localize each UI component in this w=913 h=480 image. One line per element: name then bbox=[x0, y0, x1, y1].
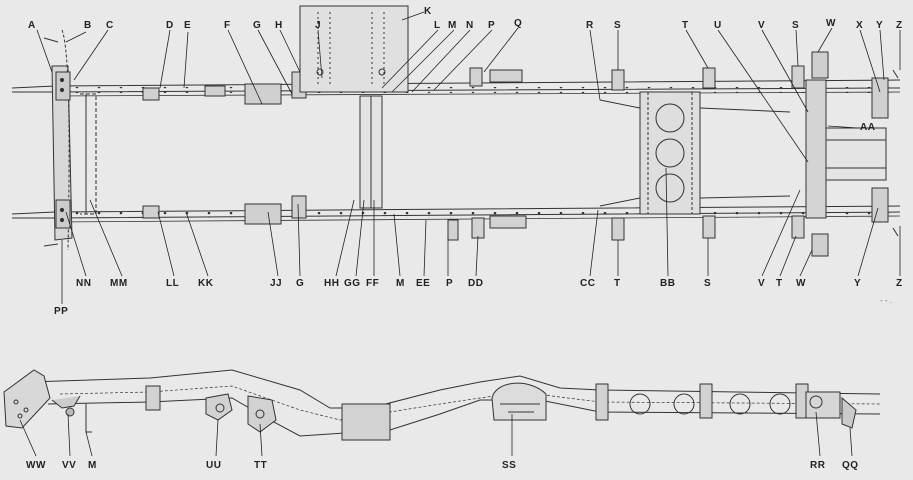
callout-label: AA bbox=[860, 122, 876, 133]
engine-brackets bbox=[142, 71, 307, 225]
transmission-crossmember bbox=[299, 5, 409, 209]
callout-label: TT bbox=[254, 460, 268, 471]
callout-label: DD bbox=[468, 278, 484, 289]
callout-label: NN bbox=[76, 278, 92, 289]
callout-label: B bbox=[84, 20, 92, 31]
rear-crossmember bbox=[805, 51, 899, 257]
callout-label: U bbox=[714, 20, 722, 31]
side-view bbox=[3, 369, 881, 441]
callout-label: PP bbox=[54, 306, 69, 317]
callout-label: CC bbox=[580, 278, 596, 289]
callout-label: JJ bbox=[270, 278, 283, 289]
callout-label: M bbox=[396, 278, 405, 289]
callout-label: M bbox=[448, 20, 457, 31]
side-mid-brackets bbox=[145, 383, 809, 441]
callout-label: V bbox=[758, 278, 766, 289]
callout-label: S bbox=[792, 20, 800, 31]
callout-label: T bbox=[614, 278, 621, 289]
leader-lines bbox=[19, 11, 901, 457]
callout-label: N bbox=[466, 20, 474, 31]
callout-label: L bbox=[434, 20, 441, 31]
callout-label: E bbox=[184, 20, 192, 31]
callout-label: LL bbox=[166, 278, 180, 289]
callout-label: S bbox=[704, 278, 712, 289]
callout-label: R bbox=[586, 20, 594, 31]
callout-label: SS bbox=[502, 460, 517, 471]
callout-label: S bbox=[614, 20, 622, 31]
callout-label: V bbox=[758, 20, 766, 31]
callout-label: D bbox=[166, 20, 174, 31]
callout-label: G bbox=[296, 278, 305, 289]
callout-label: HH bbox=[324, 278, 340, 289]
callout-label: P bbox=[488, 20, 496, 31]
second-crossmember bbox=[80, 93, 97, 215]
front-crossmember bbox=[43, 29, 73, 251]
callout-label: W bbox=[796, 278, 806, 289]
callout-label: KK bbox=[198, 278, 214, 289]
center-crossmember bbox=[599, 91, 791, 215]
plan-view bbox=[11, 5, 901, 257]
callout-label: P bbox=[446, 278, 454, 289]
callout-label: T bbox=[776, 278, 783, 289]
callout-label: Q bbox=[514, 18, 523, 29]
callout-label: RR bbox=[810, 460, 826, 471]
callout-label: C bbox=[106, 20, 114, 31]
callout-label: Y bbox=[854, 278, 862, 289]
callout-label: Y bbox=[876, 20, 884, 31]
callout-label: VV bbox=[62, 460, 77, 471]
callout-label: H bbox=[275, 20, 283, 31]
callout-label: WW bbox=[26, 460, 46, 471]
callout-label: J bbox=[315, 20, 322, 31]
callout-label: W bbox=[826, 18, 836, 29]
callout-label: BB bbox=[660, 278, 676, 289]
callout-label: Z bbox=[896, 20, 903, 31]
callout-label: EE bbox=[416, 278, 431, 289]
callout-label: T bbox=[682, 20, 689, 31]
callout-label: M bbox=[88, 460, 97, 471]
callout-label: X bbox=[856, 20, 864, 31]
callout-label: FF bbox=[366, 278, 380, 289]
callout-label: GG bbox=[344, 278, 361, 289]
callout-label: F bbox=[224, 20, 231, 31]
corner-mark: - - . bbox=[880, 296, 892, 305]
callout-label: K bbox=[424, 6, 432, 17]
callout-label: Z bbox=[896, 278, 903, 289]
callout-label: UU bbox=[206, 460, 222, 471]
callout-label: MM bbox=[110, 278, 128, 289]
callout-label: G bbox=[253, 20, 262, 31]
side-front-bracket bbox=[3, 369, 92, 433]
callout-label: A bbox=[28, 20, 36, 31]
side-rear-housing bbox=[491, 382, 857, 429]
callout-label: QQ bbox=[842, 460, 859, 471]
